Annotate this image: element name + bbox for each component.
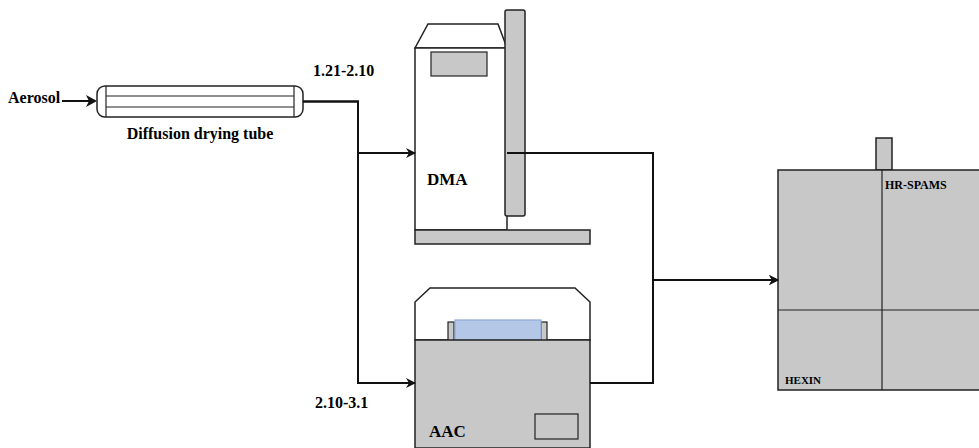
tube-inner-line (106, 106, 294, 107)
tube-end-cap (293, 86, 294, 117)
aac-body (415, 340, 590, 448)
aac-lid (455, 320, 541, 340)
inlet-label: Aerosol (6, 89, 62, 107)
spams-divider (778, 309, 979, 310)
dma-cabinet: DMA (415, 48, 507, 230)
flow-arrow (303, 102, 415, 384)
size-range-label: 1.21-2.10 (311, 62, 376, 80)
instrument-name: HR-SPAMS (885, 179, 947, 193)
drying-tube-body (97, 86, 303, 117)
flow-arrow (507, 153, 778, 280)
aac-housing (415, 288, 590, 340)
dma-top (415, 24, 507, 48)
spams-divider (881, 170, 882, 390)
aac-instrument: AAC (415, 340, 590, 448)
size-range-label: 2.10-3.1 (313, 394, 370, 412)
dma-base (415, 230, 590, 244)
manufacturer-name: HEXIN (785, 374, 821, 387)
instrument-name: DMA (427, 170, 468, 190)
flow-arrow (590, 280, 778, 383)
aac-display (535, 414, 578, 439)
dma-screen (431, 52, 487, 76)
aac-support (448, 322, 454, 342)
tube-end-cap (105, 86, 106, 117)
spams-instrument: HR-SPAMS HEXIN (778, 170, 979, 390)
dma-body (415, 48, 507, 230)
dma-column (505, 10, 525, 216)
aac-support (541, 322, 547, 342)
spams-inlet (876, 138, 892, 170)
tube-label: Diffusion drying tube (127, 125, 274, 143)
inlet-arrowhead (86, 95, 97, 107)
spams-body (778, 170, 979, 390)
drying-tube: Diffusion drying tube (97, 86, 303, 117)
inlet-line (62, 100, 90, 102)
tube-inner-line (106, 95, 294, 96)
instrument-name: AAC (429, 422, 466, 442)
